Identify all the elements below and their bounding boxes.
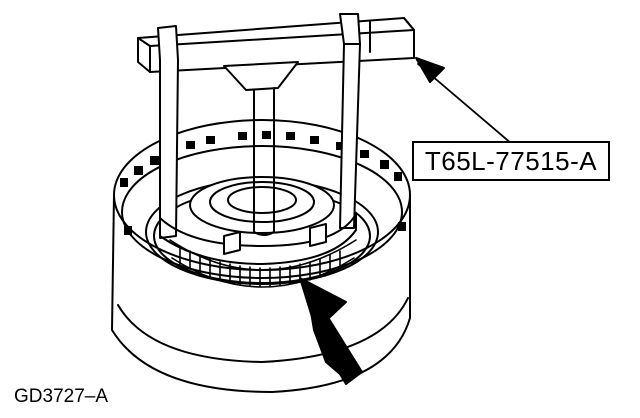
clutch-drum — [111, 119, 411, 393]
component-arrow — [299, 277, 363, 385]
spring-compressor-tool — [137, 13, 415, 265]
figure-id: GD3727–A — [14, 386, 109, 407]
inner-hub — [189, 176, 335, 234]
tool-callout-arrow — [415, 57, 513, 145]
tool-number-label: T65L-77515-A — [412, 141, 610, 181]
